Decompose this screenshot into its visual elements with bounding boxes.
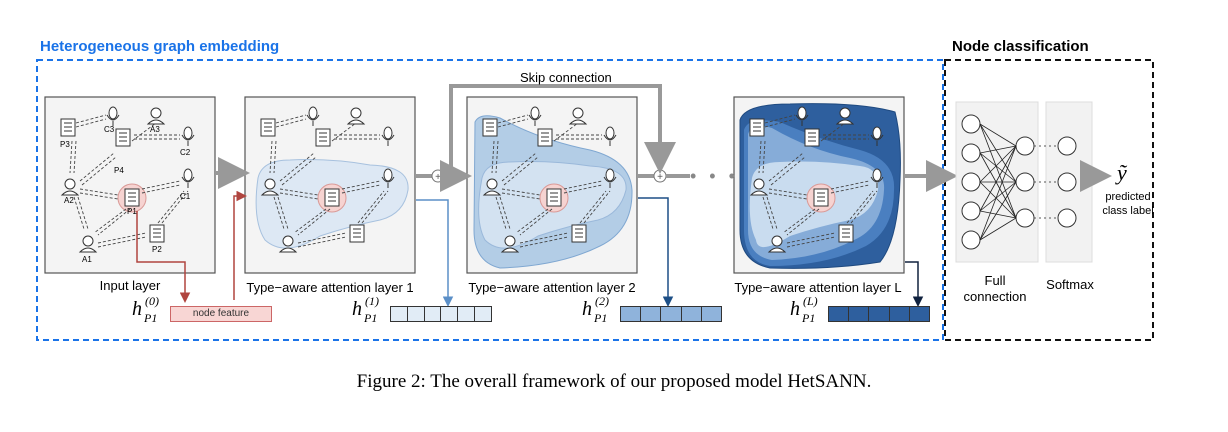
embedding-frame [36,59,944,341]
full-connection-label: Full connection [963,273,1027,304]
hL-formula: h(L)P1 [790,294,818,325]
h0-formula: h(0)P1 [132,294,159,325]
h2-vector [620,306,722,322]
softmax-label: Softmax [1046,277,1094,292]
node-label-c3: C3 [104,125,115,134]
node-label-a3: A3 [150,125,160,134]
layer2-label: Type−aware attention layer 2 [468,280,636,295]
h1-vector [390,306,492,322]
node-label-p1: P1 [127,207,137,216]
embedding-section-title: Heterogeneous graph embedding [40,38,280,55]
node-label-p3: P3 [60,140,70,149]
node-label-p2: P2 [152,245,162,254]
input-layer-label: Input layer [99,278,161,293]
h1-formula: h(1)P1 [352,294,379,325]
node-label-p4: P4 [114,166,124,175]
node-label-c2: C2 [180,148,191,157]
ellipsis-dots: • • • [690,166,739,186]
node-label-c1: C1 [180,192,191,201]
hL-vector [828,306,930,322]
figure-caption: Figure 2: The overall framework of our p… [356,371,872,392]
classification-frame [944,59,1154,341]
classification-section-title: Node classification [952,38,1089,55]
node-label-a2: A2 [64,196,74,205]
svg-text:+: + [435,172,441,183]
node-label-a1: A1 [82,255,92,264]
layer1-label: Type−aware attention layer 1 [246,280,414,295]
layerL-label: Type−aware attention layer L [734,280,902,295]
h2-formula: h(2)P1 [582,294,609,325]
svg-text:+: + [657,172,663,183]
node-feature-vector: node feature [170,306,272,322]
skip-connection-label: Skip connection [520,70,612,85]
predicted-class-label: predicted class label [1102,191,1154,217]
skip-connection-arrow [449,84,676,176]
y-tilde: ỹ [1117,160,1127,185]
